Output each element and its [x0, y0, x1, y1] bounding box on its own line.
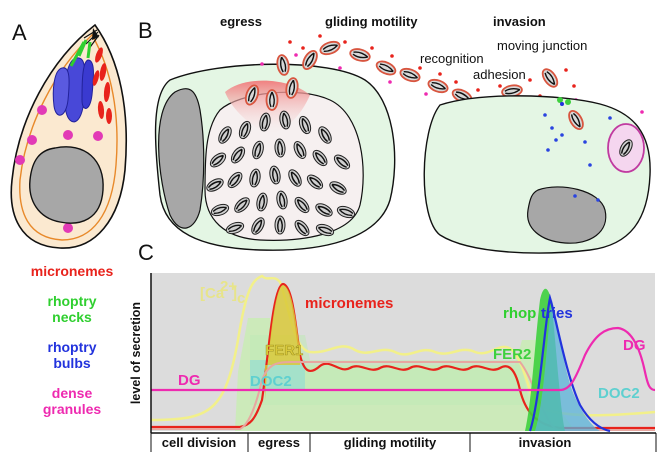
legend-rhoptry-necks-1: rhoptry	[48, 293, 97, 309]
calcium-label-sub: c	[237, 290, 245, 307]
fer1-fill	[265, 285, 300, 400]
dg-curve	[151, 326, 656, 392]
dg-right-label: DG	[623, 337, 646, 354]
calcium-label-main: [Ca	[200, 285, 225, 302]
panel-a-letter: A	[12, 20, 27, 45]
legend-rhoptry-necks-2: necks	[52, 309, 92, 325]
rhoptry-bulb-peak	[535, 300, 600, 431]
legend-micronemes: micronemes	[31, 263, 114, 279]
legend-rhoptry-bulbs-2: bulbs	[53, 355, 91, 371]
stage-invasion: invasion	[519, 435, 572, 450]
calcium-label-close: ]	[232, 285, 237, 302]
step-adhesion: adhesion	[473, 67, 526, 82]
step-egress: egress	[220, 14, 262, 29]
stage-gliding-motility: gliding motility	[344, 435, 437, 450]
fer2-label: FER2	[493, 346, 531, 363]
stage-egress: egress	[258, 435, 300, 450]
calcium-label-sup: 2+	[220, 278, 237, 295]
secretion-plot: [Ca 2+ ] c micronemes FER1 rhop tries FE…	[129, 273, 657, 452]
microneme-dots	[288, 34, 576, 98]
panel-b-letter: B	[138, 18, 153, 43]
stage-cell-division: cell division	[162, 435, 236, 450]
organelle-legend: micronemes rhoptry necks rhoptry bulbs d…	[31, 263, 114, 417]
micronemes-curve	[151, 282, 655, 430]
doc2-right-label: DOC2	[598, 385, 640, 402]
invaded-host-cell	[423, 95, 651, 254]
doc2-left-label: DOC2	[250, 373, 292, 390]
panel-c-letter: C	[138, 240, 154, 265]
step-gliding: gliding motility	[325, 14, 418, 29]
parasite-diagram	[10, 23, 128, 249]
legend-dense-granules-2: granules	[43, 401, 102, 417]
rhoptries-label-a: rhop	[503, 305, 536, 322]
y-axis-label: level of secretion	[129, 302, 143, 404]
step-recognition: recognition	[420, 51, 484, 66]
legend-dense-granules-1: dense	[52, 385, 93, 401]
step-moving-junction: moving junction	[497, 38, 587, 53]
rhoptries-label-b: tries	[541, 305, 573, 322]
legend-rhoptry-bulbs-1: rhoptry	[48, 339, 97, 355]
fer1-label: FER1	[265, 342, 303, 359]
dg-left-label: DG	[178, 372, 201, 389]
micronemes-label: micronemes	[305, 295, 393, 312]
step-invasion: invasion	[493, 14, 546, 29]
